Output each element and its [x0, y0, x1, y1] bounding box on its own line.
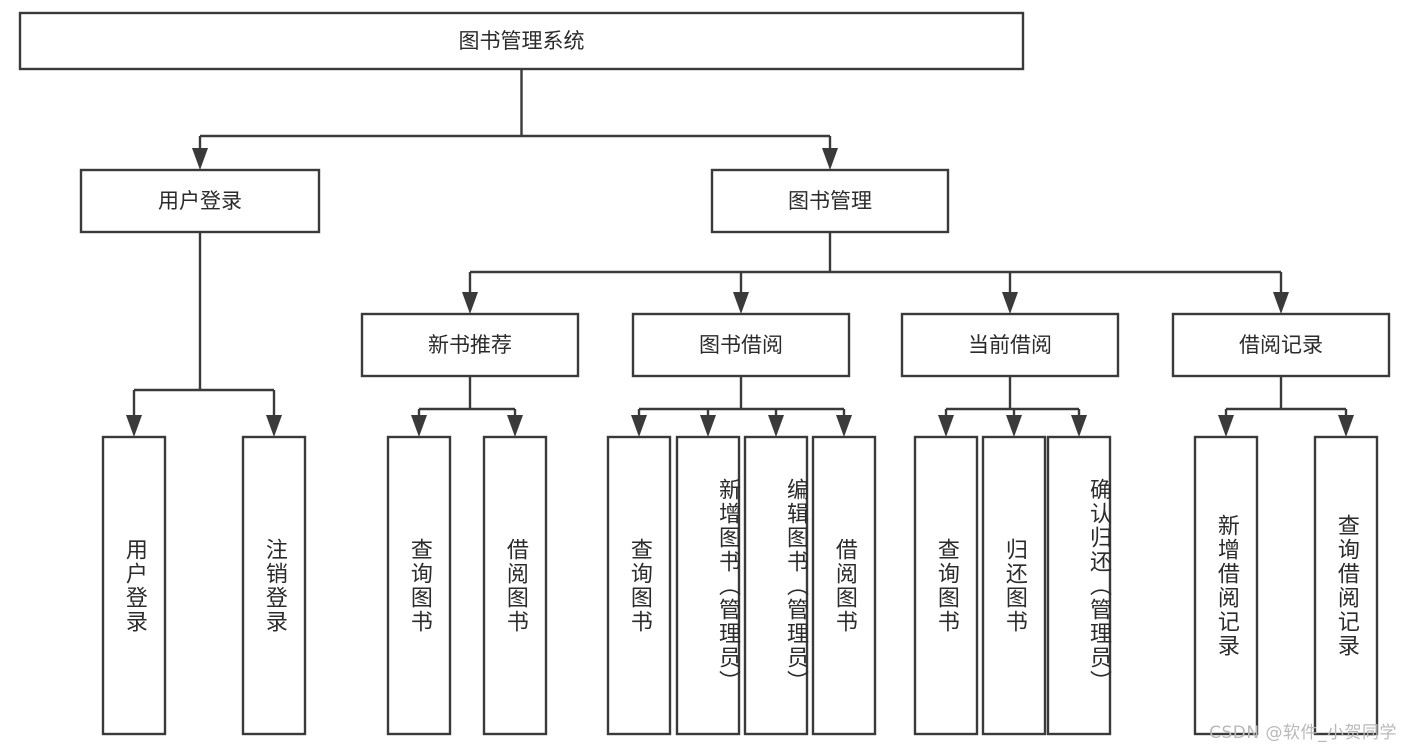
- level3-node-0-label: 新书推荐: [428, 333, 512, 357]
- root-node-label: 图书管理系统: [459, 29, 585, 53]
- level3-node-1-label: 图书借阅: [699, 333, 783, 357]
- arrow-head-icon: [700, 415, 716, 437]
- level2-node-0-box[interactable]: [79, 168, 321, 234]
- arrow-head-icon: [411, 415, 427, 437]
- arrow-head-icon: [768, 415, 784, 437]
- leaf-node-10-box[interactable]: [1046, 435, 1112, 736]
- root-node-box[interactable]: [18, 11, 1025, 71]
- arrow-head-icon: [836, 415, 852, 437]
- leaf-node-5-box[interactable]: [675, 435, 741, 736]
- leaf-node-6-box[interactable]: [743, 435, 809, 736]
- arrow-head-icon: [733, 292, 749, 314]
- leaf-node-3-box[interactable]: [482, 435, 548, 736]
- level3-node-2-box[interactable]: [900, 312, 1120, 378]
- level2-node-1-label: 图书管理: [788, 189, 872, 213]
- level2-node-0-label: 用户登录: [158, 189, 242, 213]
- arrow-head-icon: [1071, 415, 1087, 437]
- arrow-head-icon: [938, 415, 954, 437]
- arrow-head-icon: [1218, 415, 1234, 437]
- level3-node-3-box[interactable]: [1171, 312, 1391, 378]
- leaf-node-1-box[interactable]: [241, 435, 307, 736]
- arrow-head-icon: [1006, 415, 1022, 437]
- leaf-node-12-box[interactable]: [1313, 435, 1379, 736]
- arrow-head-icon: [507, 415, 523, 437]
- connector-lines: [126, 69, 1354, 437]
- leaf-node-11-box[interactable]: [1193, 435, 1259, 736]
- leaf-node-8-box[interactable]: [913, 435, 979, 736]
- leaf-node-0-box[interactable]: [101, 435, 167, 736]
- arrow-head-icon: [266, 415, 282, 437]
- level2-node-1-box[interactable]: [710, 168, 950, 234]
- node-boxes: [18, 11, 1391, 736]
- arrow-head-icon: [1338, 415, 1354, 437]
- level3-node-1-box[interactable]: [631, 312, 851, 378]
- watermark-text: CSDN @软件_小贺同学: [1209, 723, 1397, 743]
- level3-node-2-label: 当前借阅: [968, 333, 1052, 357]
- leaf-node-4-box[interactable]: [606, 435, 672, 736]
- level3-node-0-box[interactable]: [360, 312, 580, 378]
- leaf-node-9-box[interactable]: [981, 435, 1047, 736]
- arrow-head-icon: [1273, 292, 1289, 314]
- leaf-node-7-box[interactable]: [811, 435, 877, 736]
- arrow-head-icon: [126, 415, 142, 437]
- level3-node-3-label: 借阅记录: [1239, 333, 1323, 357]
- leaf-node-2-box[interactable]: [386, 435, 452, 736]
- arrow-head-icon: [462, 292, 478, 314]
- arrow-head-icon: [192, 148, 208, 170]
- arrow-head-icon: [822, 148, 838, 170]
- arrow-head-icon: [1002, 292, 1018, 314]
- arrow-head-icon: [631, 415, 647, 437]
